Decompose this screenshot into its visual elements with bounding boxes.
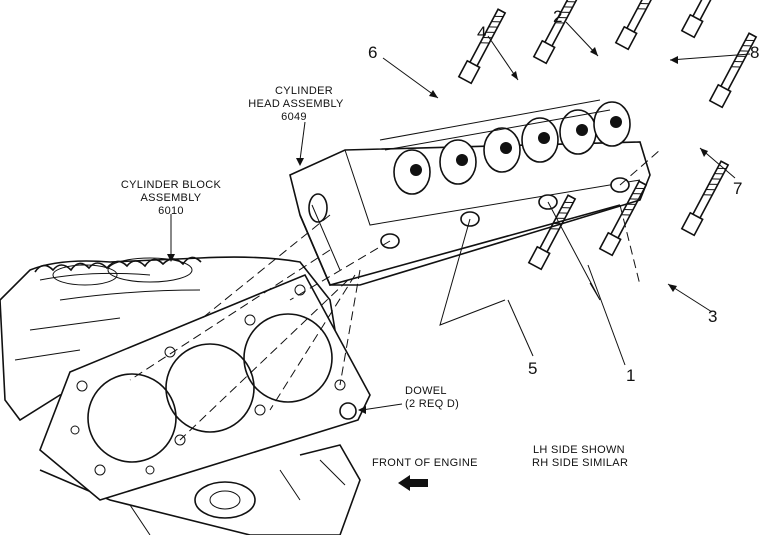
leader-lines: [167, 21, 751, 414]
bolt-number-1: 1: [626, 366, 635, 385]
bolt-number-4: 4: [477, 23, 486, 42]
bolt-3: [680, 160, 730, 237]
front-arrow-icon: [398, 475, 428, 491]
bolt-number-8: 8: [750, 43, 759, 62]
cylinder-head-assembly: [289, 99, 651, 286]
cylinder-head-label-line1: CYLINDER: [275, 85, 333, 97]
head-gasket: [39, 273, 371, 501]
bolt-2: [614, 0, 664, 51]
bolt-number-7: 7: [733, 179, 742, 198]
cylinder-block-part-number: 6010: [158, 205, 184, 217]
bolt-5: [527, 194, 577, 271]
cylinder-block-label-line1: CYLINDER BLOCK: [121, 179, 222, 191]
alignment-lines: [129, 149, 661, 441]
bolt-6: [457, 8, 507, 85]
cylinder-head-part-number: 6049: [281, 111, 307, 123]
bolt-7: [708, 32, 758, 109]
bolt-number-6: 6: [368, 43, 377, 62]
bolt-number-3: 3: [708, 307, 717, 326]
cylinder-block-label-line2: ASSEMBLY: [141, 192, 202, 204]
front-of-engine-label: FRONT OF ENGINE: [372, 457, 478, 469]
bolt-number-5: 5: [528, 359, 537, 378]
dowel-label-line2: (2 REQ D): [405, 398, 459, 410]
bolt-1: [598, 180, 648, 257]
bolt-4: [532, 0, 582, 65]
bolt-number-2: 2: [553, 7, 562, 26]
valve-train: [379, 99, 631, 195]
side-note-line2: RH SIDE SIMILAR: [532, 457, 628, 469]
bolt-8: [680, 0, 730, 39]
cylinder-head-label-line2: HEAD ASSEMBLY: [248, 98, 344, 110]
dowel-label-line1: DOWEL: [405, 385, 447, 397]
side-note-line1: LH SIDE SHOWN: [533, 444, 625, 456]
